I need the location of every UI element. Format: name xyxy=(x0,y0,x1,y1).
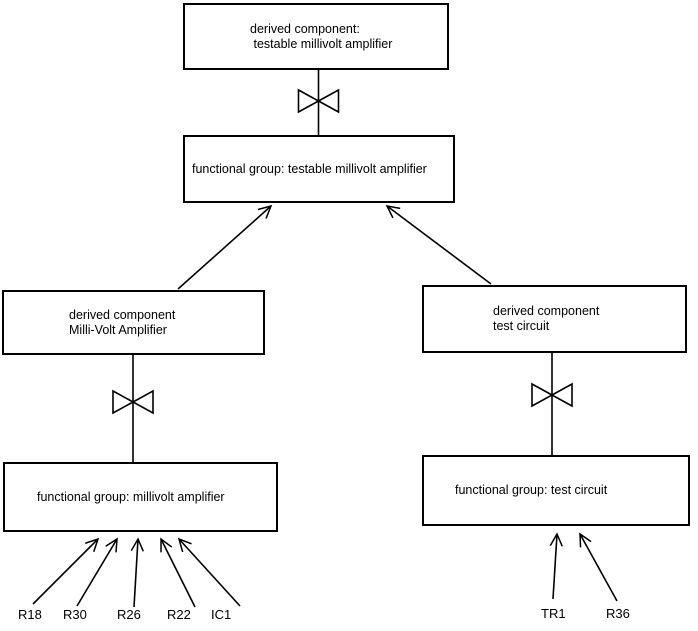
arrow-r30 xyxy=(76,537,118,607)
bowtie-icon xyxy=(531,382,573,408)
link-left-refinement xyxy=(112,354,154,462)
component-label-r36: R36 xyxy=(606,606,630,621)
arrows-into-fg-testable xyxy=(177,204,492,290)
node-derived-testable-millivolt-amplifier: derived component: testable millivolt am… xyxy=(183,3,449,70)
arrow-from-derived-tc xyxy=(385,204,492,285)
node-derived-test-circuit: derived component test circuit xyxy=(422,285,687,353)
component-label-r26: R26 xyxy=(117,607,141,622)
node-label: functional group: millivolt amplifier xyxy=(37,489,225,504)
node-functional-group-test-circuit: functional group: test circuit xyxy=(422,455,690,526)
arrows-into-fg-tc xyxy=(549,532,618,602)
component-label-r18: R18 xyxy=(18,607,42,622)
arrow-from-derived-mva xyxy=(177,204,273,290)
component-label-tr1: TR1 xyxy=(541,606,566,621)
node-derived-milli-volt-amplifier: derived component Milli-Volt Amplifier xyxy=(2,290,265,355)
node-label: derived component test circuit xyxy=(493,304,600,333)
component-label-ic1: IC1 xyxy=(211,607,232,622)
node-functional-group-testable-millivolt-amplifier: functional group: testable millivolt amp… xyxy=(183,135,455,203)
arrow-tr1 xyxy=(549,532,563,600)
arrows-into-fg-mva xyxy=(32,537,241,608)
arrow-r26 xyxy=(130,537,144,608)
arrow-r18 xyxy=(32,537,100,605)
bowtie-icon xyxy=(112,389,154,415)
arrow-r22 xyxy=(160,537,196,608)
link-right-refinement xyxy=(531,352,573,455)
component-label-r22: R22 xyxy=(167,607,191,622)
bowtie-icon xyxy=(297,88,340,114)
node-label: functional group: test circuit xyxy=(455,483,608,498)
link-top-refinement xyxy=(297,69,340,135)
node-label: functional group: testable millivolt amp… xyxy=(192,161,427,176)
component-label-r30: R30 xyxy=(63,607,87,622)
node-functional-group-millivolt-amplifier: functional group: millivolt amplifier xyxy=(3,462,278,532)
arrow-r36 xyxy=(579,532,618,602)
arrow-ic1 xyxy=(177,537,241,607)
node-label: derived component Milli-Volt Amplifier xyxy=(69,307,176,337)
node-label: derived component: testable millivolt am… xyxy=(250,21,393,51)
